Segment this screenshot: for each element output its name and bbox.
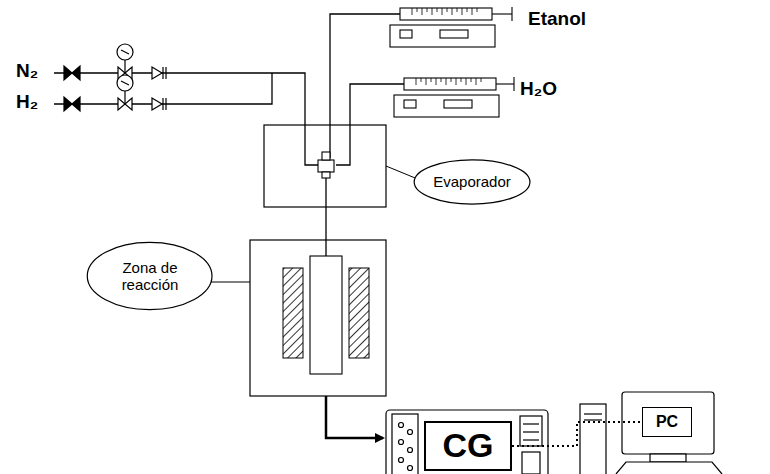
outlet-arrow: [326, 396, 383, 438]
part-label: Etanol: [528, 8, 586, 30]
mixing-cross: [318, 152, 334, 178]
furnace-block: [283, 268, 303, 358]
pc-computer: [580, 392, 722, 474]
node-text: PC: [656, 413, 678, 431]
syringe-pumps: [390, 7, 514, 117]
part-label: H₂: [16, 91, 38, 113]
leader-line: [208, 282, 250, 283]
part-label: N₂: [16, 60, 38, 82]
furnace-block: [349, 268, 369, 358]
syringe-scale: [412, 8, 481, 85]
node-text: Evaporador: [433, 173, 511, 190]
evaporator-box: [264, 125, 386, 207]
callout-ellipse: Evaporador: [413, 159, 531, 205]
callout-ellipse: Zona de reacción: [86, 241, 213, 311]
pc-screen: PC: [642, 407, 692, 437]
reactor-tube: [310, 256, 342, 374]
data-link: [512, 422, 642, 446]
gc-screen: CG: [424, 421, 512, 471]
node-text: CG: [443, 426, 494, 465]
valve-train: [64, 44, 166, 111]
part-label: H₂O: [520, 78, 557, 100]
node-text: Zona de reacción: [108, 259, 192, 294]
gas-lines: [54, 14, 404, 256]
reactor-box: [250, 240, 386, 396]
gc-instrument: [386, 410, 548, 474]
